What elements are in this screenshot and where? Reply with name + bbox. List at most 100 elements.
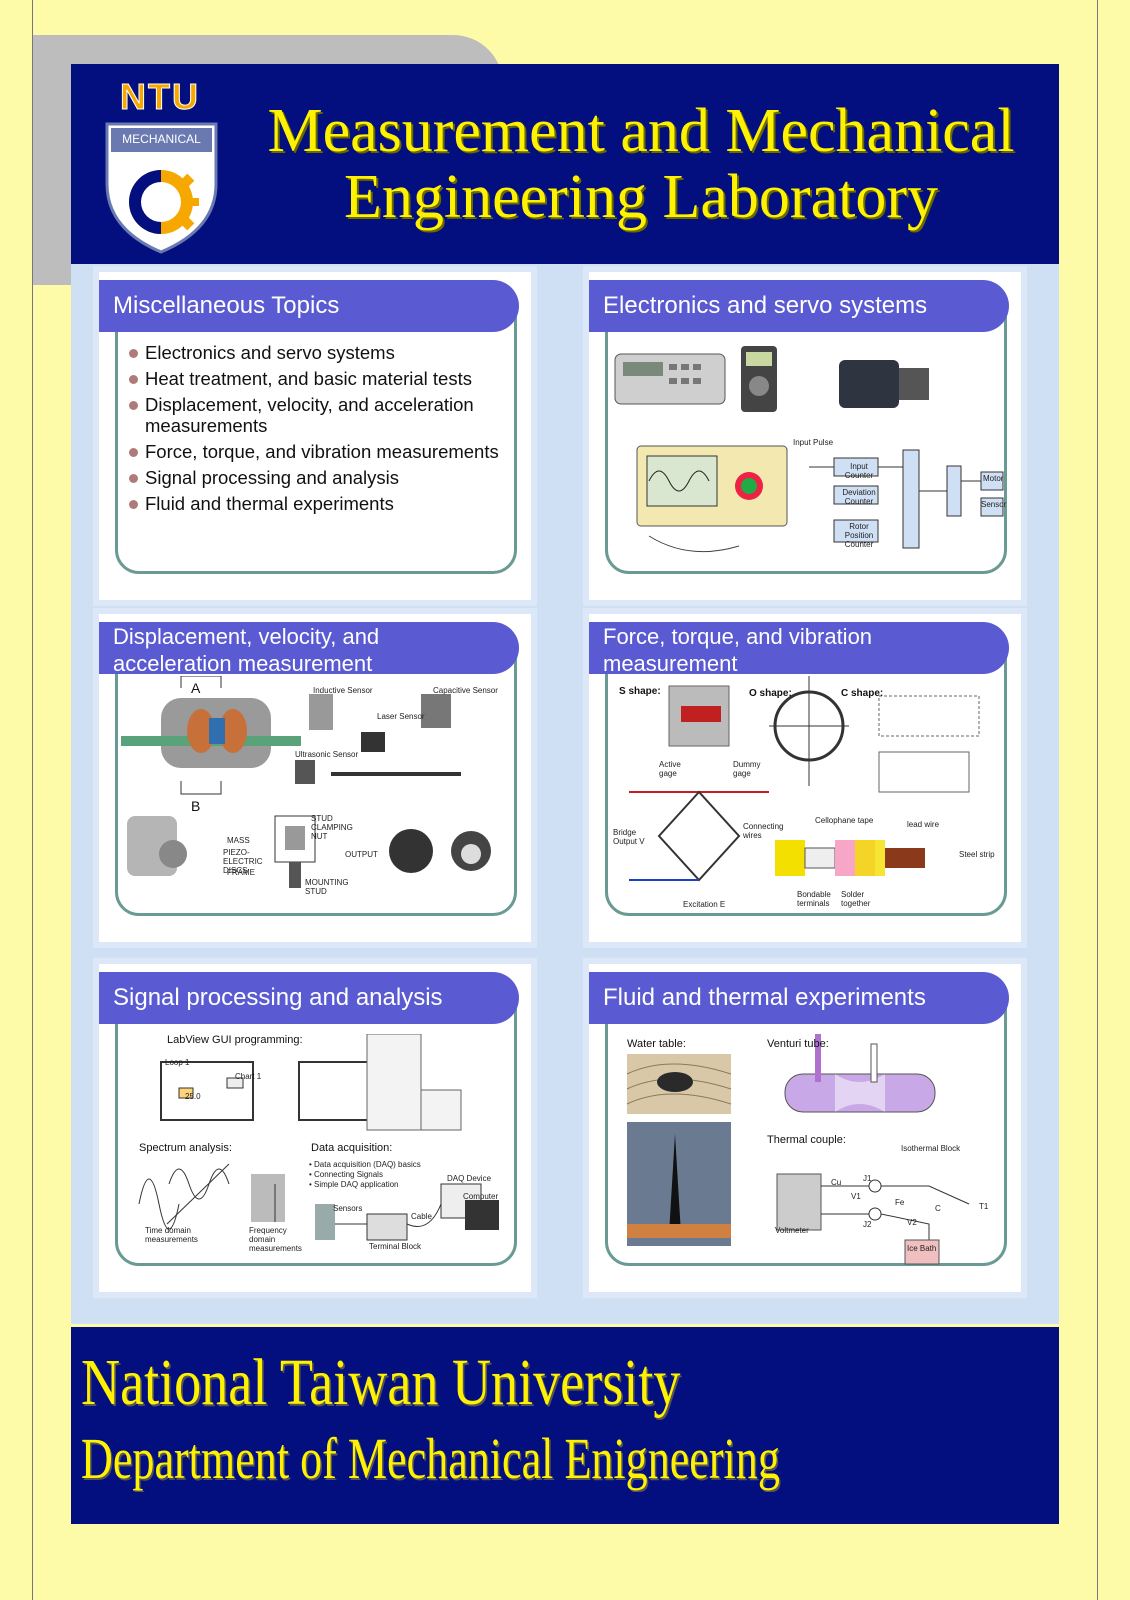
gray-tab-side — [33, 35, 71, 285]
panel-misc-body — [115, 294, 517, 574]
poster-footer: National Taiwan University Department of… — [71, 1327, 1059, 1524]
label-bridge-output: Bridge Output V — [613, 828, 645, 846]
label-cu: Cu — [831, 1178, 842, 1187]
topic-item: Force, torque, and vibration measurement… — [129, 441, 509, 462]
label-output: OUTPUT — [345, 850, 378, 859]
label-j2: J2 — [863, 1220, 872, 1229]
label-fe: Fe — [895, 1198, 905, 1207]
logo-text: NTU — [120, 76, 200, 118]
label-lead-wire: lead wire — [907, 820, 940, 829]
topic-item: Electronics and servo systems — [129, 342, 509, 363]
label-mounting: MOUNTING STUD — [305, 878, 349, 896]
label-chart1: Chart 1 — [235, 1072, 262, 1081]
label-frame: FRAME — [227, 868, 255, 877]
label-excitation: Excitation E — [683, 900, 726, 909]
label-value: 25.0 — [185, 1092, 201, 1101]
panel-electronics-body — [605, 294, 1007, 574]
footer-university: National Taiwan University — [81, 1346, 681, 1419]
label-ultrasonic: Ultrasonic Sensor — [295, 750, 359, 759]
label-cable: Cable — [411, 1212, 432, 1221]
label-input-counter: Input Counter — [844, 462, 874, 480]
label-thermal-couple: Thermal couple: — [767, 1134, 846, 1146]
label-water-table: Water table: — [627, 1038, 686, 1050]
label-o-shape: O shape: — [749, 688, 792, 699]
topic-item: Signal processing and analysis — [129, 467, 509, 488]
shield-gear-icon — [105, 122, 218, 254]
label-deviation-counter: Deviation Counter — [842, 488, 876, 506]
label-j1: J1 — [863, 1174, 872, 1183]
label-daq-device: DAQ Device — [447, 1174, 492, 1183]
label-v1: V1 — [851, 1192, 861, 1201]
ntu-mechanical-logo: NTU MECHANICAL — [99, 76, 224, 254]
right-frame-line — [1097, 0, 1098, 1600]
label-time-domain: Time domain measurements — [145, 1226, 198, 1244]
label-cellophane: Cellophane tape — [815, 816, 874, 825]
label-laser: Laser Sensor — [377, 712, 425, 721]
label-labview: LabView GUI programming: — [167, 1034, 303, 1046]
label-t1: T1 — [979, 1202, 989, 1211]
electronics-illustration — [614, 346, 1004, 553]
label-solder: Solder together — [841, 890, 871, 908]
panel-electronics: Electronics and servo systems — [589, 272, 1021, 600]
panel-displacement-title: Displacement, velocity, and acceleration… — [99, 622, 519, 676]
panel-displacement: Displacement, velocity, and acceleration… — [99, 614, 531, 942]
panel-misc-title: Miscellaneous Topics — [99, 280, 519, 332]
label-capacitive: Capacitive Sensor — [433, 686, 498, 695]
label-ice-bath: Ice Bath — [907, 1244, 937, 1253]
label-loop1: Loop 1 — [165, 1058, 190, 1067]
panel-signal-title: Signal processing and analysis — [99, 972, 519, 1024]
label-daq: Data acquisition: — [311, 1142, 393, 1154]
label-c-shape: C shape: — [841, 688, 884, 699]
label-freq-domain: Frequency domain measurements — [249, 1226, 302, 1253]
force-title-line-2: measurement — [603, 651, 738, 676]
force-title-line-1: Force, torque, and vibration — [603, 624, 873, 649]
panel-force: Force, torque, and vibration measurement… — [589, 614, 1021, 942]
topic-item: Fluid and thermal experiments — [129, 493, 509, 514]
panel-fluid: Fluid and thermal experiments Water tabl… — [589, 964, 1021, 1292]
poster-header: NTU MECHANICAL Measurement and Mechanica… — [71, 64, 1059, 264]
panel-force-title: Force, torque, and vibration measurement — [589, 622, 1009, 676]
label-sensors: Sensors — [333, 1204, 363, 1213]
label-daq-1: • Data acquisition (DAQ) basics — [309, 1160, 421, 1169]
signal-illustration — [138, 1034, 499, 1241]
label-dummy-gage: Dummy gage — [733, 760, 761, 778]
label-s-shape: S shape: — [619, 686, 661, 697]
topic-list: Electronics and servo systems Heat treat… — [129, 342, 509, 519]
panel-misc: Miscellaneous Topics Electronics and ser… — [99, 272, 531, 600]
panel-force-body — [605, 636, 1007, 916]
label-sensor: Sensor — [981, 500, 1007, 509]
label-venturi: Venturi tube: — [767, 1038, 829, 1050]
topic-item: Heat treatment, and basic material tests — [129, 368, 509, 389]
panel-electronics-title: Electronics and servo systems — [589, 280, 1009, 332]
label-inductive: Inductive Sensor — [313, 686, 373, 695]
label-isothermal: Isothermal Block — [901, 1144, 961, 1153]
label-bondable: Bondable terminals — [797, 890, 831, 908]
label-computer: Computer — [463, 1192, 499, 1201]
title-line-1: Measurement and Mechanical — [267, 97, 1015, 165]
label-active-gage: Active gage — [659, 760, 681, 778]
label-terminal: Terminal Block — [369, 1242, 422, 1251]
label-a: A — [191, 680, 201, 696]
label-spectrum: Spectrum analysis: — [139, 1142, 232, 1154]
footer-department: Department of Mechanical Enigneering — [81, 1426, 780, 1491]
label-v2: V2 — [907, 1218, 917, 1227]
displacement-title-line-1: Displacement, velocity, and — [113, 624, 380, 649]
fluid-illustration — [626, 1034, 970, 1265]
label-steel-strip: Steel strip — [959, 850, 995, 859]
label-daq-2: • Connecting Signals — [309, 1170, 383, 1179]
panel-signal: Signal processing and analysis LabView G… — [99, 964, 531, 1292]
label-b: B — [191, 798, 201, 814]
label-input-pulse: Input Pulse — [793, 438, 834, 447]
poster-title: Measurement and Mechanical Engineering L… — [241, 98, 1041, 230]
label-c: C — [935, 1204, 941, 1213]
label-stud-nut: STUD CLAMPING NUT — [311, 814, 353, 841]
displacement-illustration — [121, 676, 491, 888]
logo-sub: MECHANICAL — [122, 132, 201, 146]
topic-item: Displacement, velocity, and acceleration… — [129, 394, 509, 436]
label-motor: Motor — [983, 474, 1004, 483]
label-mass: MASS — [227, 836, 250, 845]
label-connecting-wires: Connecting wires — [743, 822, 784, 840]
panel-grid: Miscellaneous Topics Electronics and ser… — [71, 264, 1059, 1324]
label-voltmeter: Voltmeter — [775, 1226, 809, 1235]
panel-fluid-title: Fluid and thermal experiments — [589, 972, 1009, 1024]
